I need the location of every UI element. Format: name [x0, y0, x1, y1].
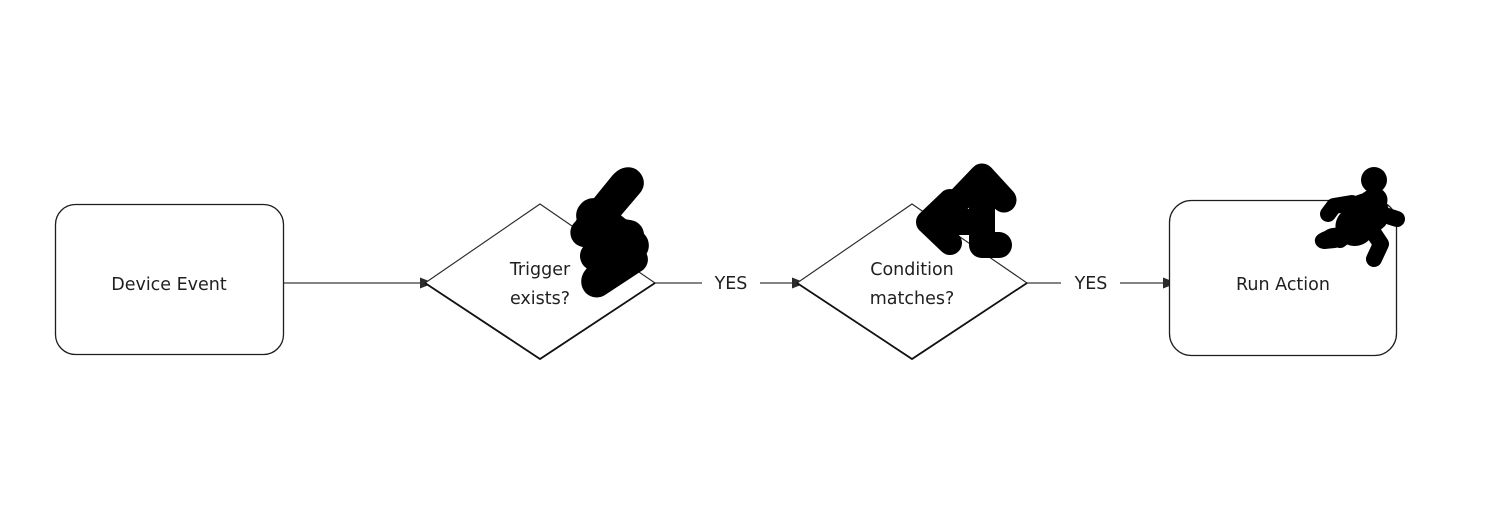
run-action-label: Run Action — [1236, 275, 1330, 295]
node-condition-matches[interactable]: Condition matches? — [795, 163, 1029, 361]
edge-2-label-yes: YES — [714, 274, 748, 294]
trigger-exists-label-line-2: exists? — [510, 289, 570, 309]
node-run-action[interactable]: Run Action — [1168, 167, 1405, 357]
edge-condition-to-run-action: YES — [1027, 274, 1177, 294]
node-device-event[interactable]: Device Event — [54, 203, 285, 356]
edge-trigger-to-condition: YES — [655, 274, 806, 294]
lightning-bolt-icon — [570, 167, 649, 298]
condition-matches-label-line-1: Condition — [870, 260, 954, 280]
device-event-label: Device Event — [111, 275, 227, 295]
condition-matches-label-line-2: matches? — [870, 289, 955, 309]
trigger-exists-label-line-1: Trigger — [509, 260, 571, 280]
branch-arrows-icon — [916, 163, 1017, 258]
condition-matches-shape-lower-edges — [796, 282, 1028, 361]
edge-3-label-yes: YES — [1074, 274, 1108, 294]
edge-device-event-to-trigger — [284, 277, 434, 289]
trigger-exists-shape-lower-edges — [424, 282, 656, 361]
node-trigger-exists[interactable]: Trigger exists? — [423, 167, 657, 361]
device-event-shape[interactable] — [54, 203, 285, 356]
running-person-icon — [1314, 167, 1405, 267]
